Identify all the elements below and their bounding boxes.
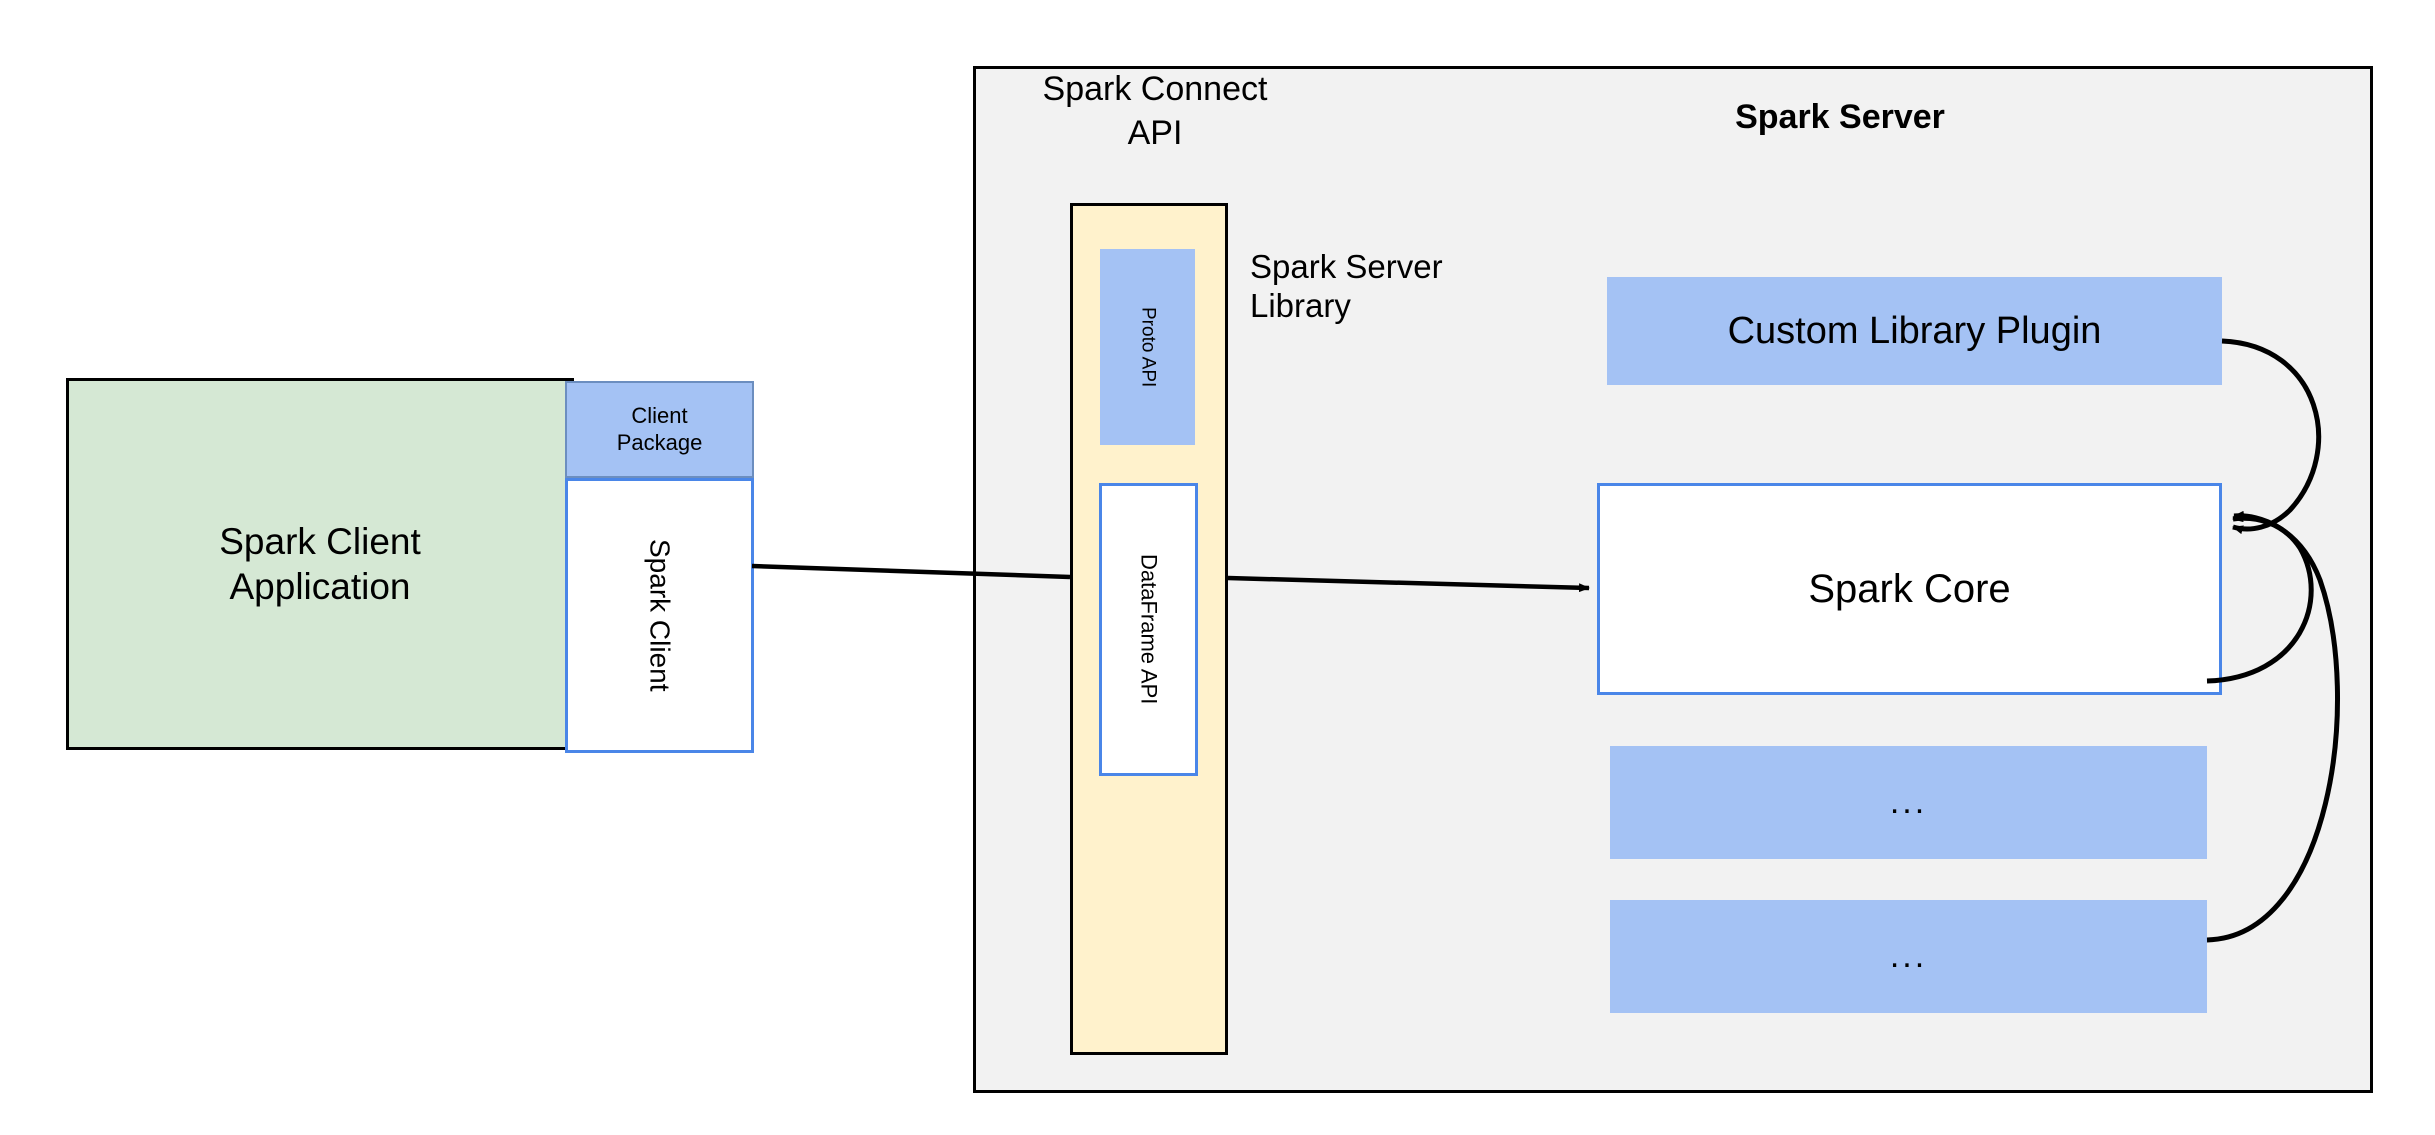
additional-component-box-1: ... <box>1610 746 2207 859</box>
spark-client-box: Spark Client <box>565 478 754 753</box>
spark-connect-api-label: Spark Connect API <box>1042 70 1268 152</box>
spark-client-application-box: Spark Client Application <box>66 378 574 750</box>
additional-component-box-2: ... <box>1610 900 2207 1013</box>
spark-client-label: Spark Client <box>644 539 676 692</box>
spark-core-box: Spark Core <box>1597 483 2222 695</box>
spark-client-application-label: Spark Client Application <box>219 520 421 607</box>
client-package-label: Client Package <box>616 403 703 455</box>
additional-component-label-1: ... <box>1889 783 1928 821</box>
dataframe-api-box: DataFrame API <box>1099 483 1198 776</box>
proto-api-box: Proto API <box>1100 249 1195 445</box>
custom-library-plugin-box: Custom Library Plugin <box>1607 277 2222 385</box>
client-package-box: Client Package <box>565 381 754 478</box>
proto-api-label: Proto API <box>1137 306 1159 388</box>
additional-component-label-2: ... <box>1889 937 1928 975</box>
dataframe-api-label: DataFrame API <box>1136 554 1162 705</box>
spark-server-title: Spark Server <box>1735 98 1945 136</box>
custom-library-plugin-label: Custom Library Plugin <box>1727 309 2102 352</box>
spark-server-library-label: Spark Server Library <box>1250 248 1443 324</box>
spark-core-label: Spark Core <box>1808 566 2011 611</box>
